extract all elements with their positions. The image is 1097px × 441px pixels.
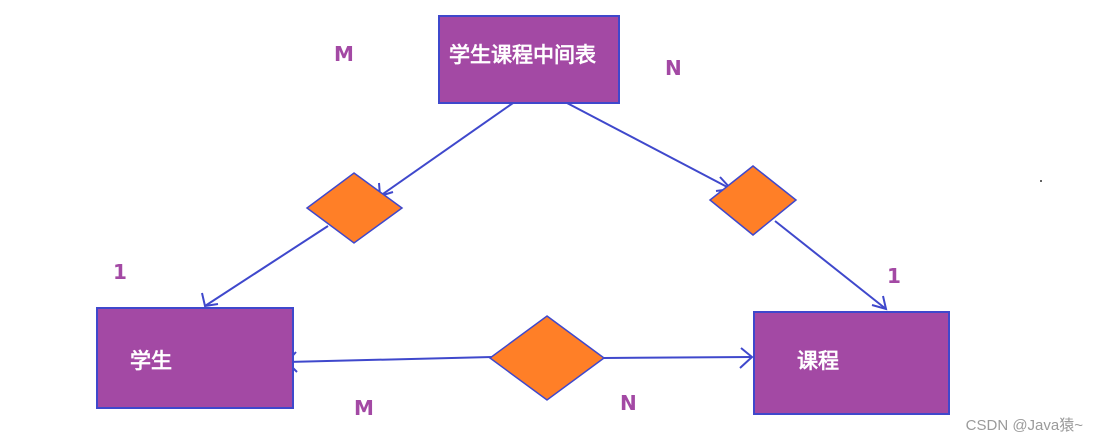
relationship-diamond-bottom <box>488 315 606 401</box>
cardinality-bottom-left: M <box>354 396 374 420</box>
relationship-diamond-right <box>708 165 798 236</box>
entity-middle-table: 学生课程中间表 <box>438 15 620 104</box>
entity-middle-table-label: 学生课程中间表 <box>449 43 596 67</box>
edge-middle-to-left-diamond <box>379 102 514 197</box>
edge-middle-to-right-diamond <box>566 102 732 190</box>
arrowhead-course-top <box>871 295 888 311</box>
entity-student-label: 学生 <box>130 349 172 373</box>
cardinality-top-right: N <box>665 56 682 80</box>
edge-left-diamond-to-student <box>204 225 329 307</box>
edge-bottom-diamond-to-course <box>603 356 753 359</box>
stray-dot <box>1040 180 1042 182</box>
arrowhead-student-top <box>201 292 219 308</box>
entity-student: 学生 <box>96 307 294 409</box>
entity-course-label: 课程 <box>797 349 839 373</box>
arrowhead-course-left <box>739 347 754 369</box>
cardinality-right-one: 1 <box>887 264 901 288</box>
edge-right-diamond-to-course <box>774 220 887 310</box>
watermark: CSDN @Java猿~ <box>965 417 1083 434</box>
cardinality-bottom-right: N <box>620 391 637 415</box>
cardinality-left-one: 1 <box>113 260 127 284</box>
entity-course: 课程 <box>753 311 950 415</box>
edge-bottom-diamond-to-student <box>286 356 493 363</box>
cardinality-top-left: M <box>334 42 354 66</box>
relationship-diamond-left <box>305 172 404 244</box>
